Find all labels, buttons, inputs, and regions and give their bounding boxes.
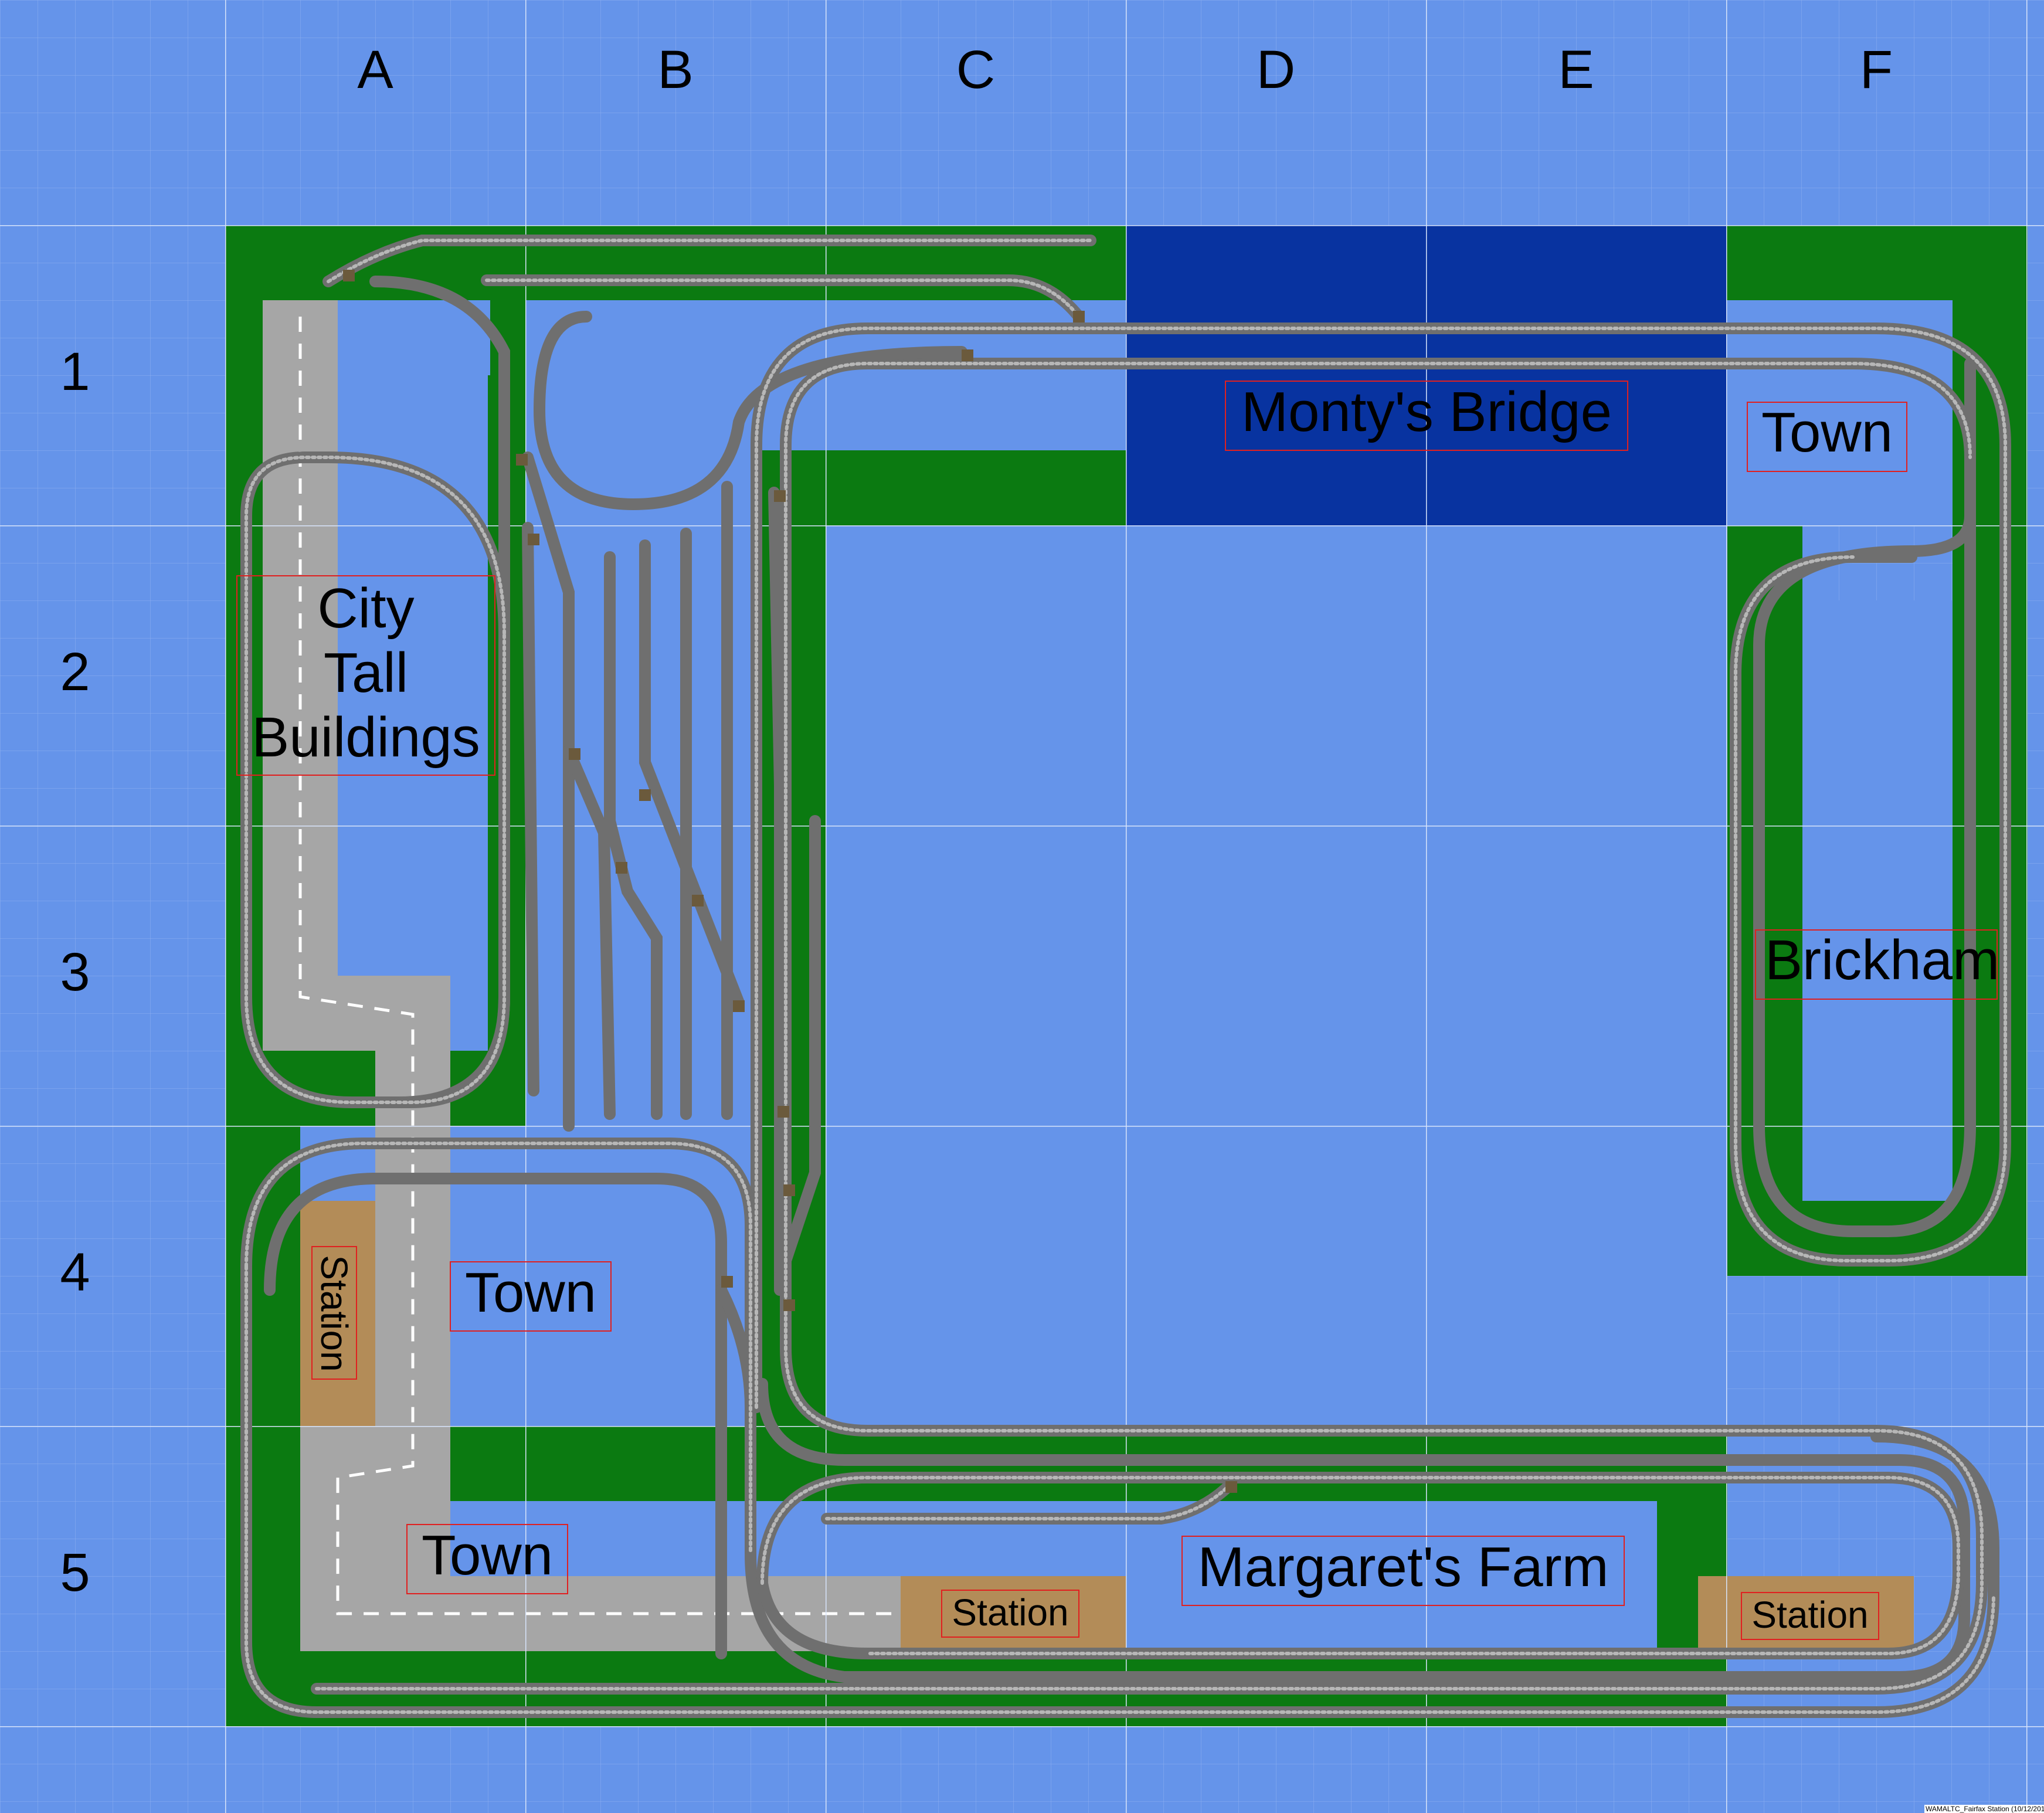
row-label-2: 2 (60, 642, 90, 702)
track-yard-lead-1 (522, 451, 575, 1132)
track-lead-c (768, 487, 786, 1296)
column-label-d: D (1257, 40, 1295, 100)
footer-box (1924, 1805, 2044, 1813)
footer-caption: WAMALTC_Fairfax Station (10/12/2019) (1926, 1805, 2044, 1813)
margarets-farm-label: Margaret's Farm (1197, 1536, 1608, 1598)
column-label-a: A (357, 40, 393, 100)
station-south-label: Station (952, 1591, 1068, 1634)
city-label-line-2: Tall (324, 641, 408, 704)
track-yard-lead-2 (522, 522, 539, 1096)
track-yard-diag (563, 745, 616, 1120)
turnout-markers (343, 270, 1237, 1493)
column-label-f: F (1860, 40, 1893, 100)
town-west-label: Town (465, 1261, 596, 1324)
column-label-e: E (1558, 40, 1594, 100)
track-yard-4 (639, 539, 745, 1009)
margarets-farm-label-box (1181, 1536, 1625, 1606)
row-label-4: 4 (60, 1242, 90, 1302)
area-labels: City Tall Buildings Monty's Bridge Town … (236, 381, 1999, 1640)
brickham-label: Brickham (1765, 929, 1999, 992)
row-label-1: 1 (60, 342, 90, 402)
station-se-label-box (1741, 1592, 1879, 1640)
station-se-label: Station (1751, 1594, 1868, 1636)
city-label-line-3: Buildings (252, 706, 480, 769)
town-ne-label-box (1747, 402, 1907, 472)
track-south-inner-loop (264, 1173, 727, 1659)
column-label-b: B (657, 40, 693, 100)
row-headers: 1 2 3 4 5 (60, 342, 90, 1602)
tracks (240, 235, 2011, 1718)
city-label-line-1: City (317, 577, 414, 640)
town-sw-label-box (406, 1524, 568, 1594)
row-label-5: 5 (60, 1543, 90, 1602)
station-west-label: Station (313, 1255, 355, 1371)
montys-bridge-label-box (1225, 381, 1628, 451)
track-yard-3 (604, 551, 663, 1120)
montys-bridge-label: Monty's Bridge (1241, 381, 1612, 443)
town-sw-label: Town (422, 1524, 553, 1587)
column-headers: A B C D E F (357, 40, 1893, 100)
track-loop-c1 (533, 311, 967, 511)
track-lead-c2 (774, 815, 821, 1284)
town-west-label-box (450, 1261, 612, 1332)
column-label-c: C (956, 40, 995, 100)
town-ne-label: Town (1761, 401, 1893, 464)
city-label-box (236, 575, 495, 776)
row-label-3: 3 (60, 942, 90, 1002)
brickham-label-box (1755, 929, 1998, 1000)
station-south-label-box (941, 1590, 1079, 1638)
station-west-label-box (311, 1246, 357, 1380)
